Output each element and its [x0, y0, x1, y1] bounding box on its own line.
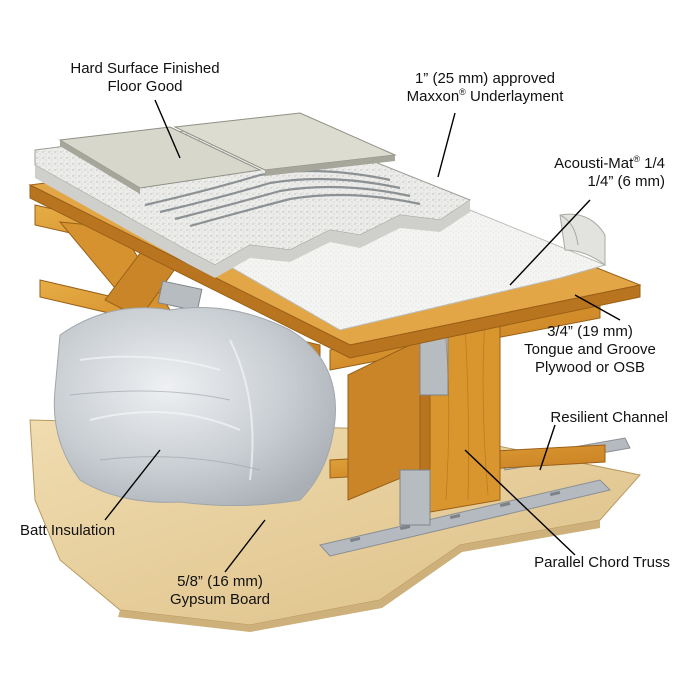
label-gypsum-line2: Gypsum Board — [169, 591, 271, 608]
leader-batt-insulation — [104, 449, 161, 521]
label-plywood-line2: Tongue and Groove — [524, 341, 656, 358]
leader-plywood — [574, 294, 621, 321]
label-underlayment-brand: Maxxon — [406, 88, 460, 105]
leader-lines — [104, 99, 621, 573]
plywood-subfloor-edge — [29, 184, 641, 359]
label-plywood-line1: 3/4” (19 mm) — [547, 323, 633, 340]
label-batt-insulation: Batt Insulation — [20, 522, 116, 539]
batt-insulation — [53, 307, 336, 507]
leader-gypsum — [224, 519, 266, 573]
registered-mark: ® — [459, 87, 466, 97]
label-parallel-chord-truss: Parallel Chord Truss — [534, 554, 670, 571]
label-underlayment-line2: Maxxon® Underlayment — [385, 88, 585, 106]
label-underlayment-rest: Underlayment — [465, 88, 564, 105]
label-floor-good-line1: Hard Surface Finished — [70, 60, 220, 77]
label-floor-good-line2: Floor Good — [107, 78, 183, 95]
label-plywood: 3/4” (19 mm) Tongue and Groove Plywood o… — [510, 323, 670, 377]
label-acousti-mat-rest: 1/4 — [639, 155, 665, 172]
floor-tiles — [58, 112, 397, 194]
acousti-mat-roll — [559, 213, 606, 266]
leader-acousti-mat — [509, 199, 591, 286]
label-plywood-line3: Plywood or OSB — [534, 359, 646, 376]
label-acousti-mat-line2: 1/4” (6 mm) — [587, 173, 665, 190]
gypsum-board-edge — [118, 520, 600, 632]
label-acousti-mat: Acousti-Mat® 1/4 1/4” (6 mm) — [500, 155, 665, 191]
leader-floor-good — [154, 99, 181, 159]
registered-mark: ® — [633, 154, 640, 164]
label-underlayment: 1” (25 mm) approved Maxxon® Underlayment — [385, 70, 585, 106]
leader-underlayment — [437, 112, 456, 178]
leader-truss — [464, 449, 576, 556]
underlayment-edge — [35, 165, 470, 278]
label-gypsum-board: 5/8” (16 mm) Gypsum Board — [150, 573, 290, 609]
label-floor-good: Hard Surface Finished Floor Good — [50, 60, 240, 96]
label-acousti-mat-brand: Acousti-Mat — [554, 155, 634, 172]
label-acousti-mat-line1: Acousti-Mat® 1/4 — [500, 155, 665, 173]
label-resilient-channel: Resilient Channel — [550, 409, 668, 426]
radiant-tubes — [144, 169, 421, 228]
label-underlayment-line1: 1” (25 mm) approved — [414, 70, 556, 87]
leader-resilient-channel — [539, 424, 556, 471]
label-gypsum-line1: 5/8” (16 mm) — [177, 573, 263, 590]
